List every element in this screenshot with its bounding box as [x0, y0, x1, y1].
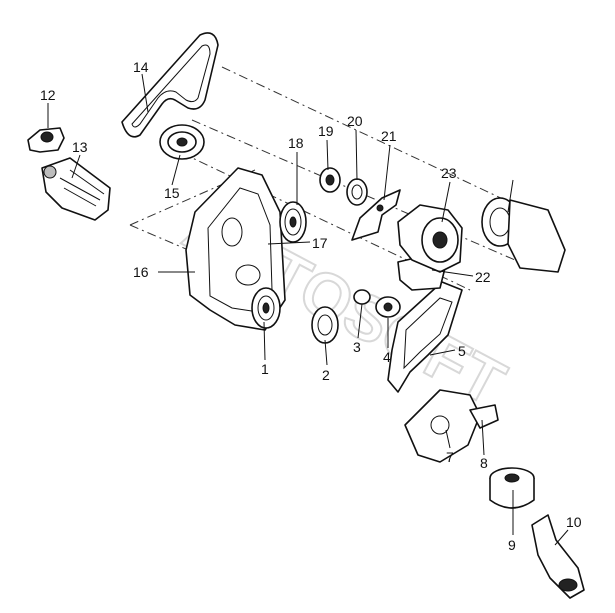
- callout-13: 14: [133, 59, 149, 75]
- part-1-crank-gear: [251, 287, 281, 329]
- callout-19: 20: [347, 113, 363, 129]
- callout-labels: 12 13 14 15 16 17 18 19 20 21 22 23 1 2 …: [40, 59, 582, 553]
- part-19-gear: [346, 178, 368, 206]
- part-11-bracket: [27, 127, 65, 153]
- leader-7: [445, 429, 451, 449]
- callout-18: 19: [318, 123, 334, 139]
- callout-7: 7: [446, 449, 454, 465]
- callout-22: 23: [441, 165, 457, 181]
- part-23-water-pump: [481, 197, 566, 273]
- leader-20: [383, 144, 391, 201]
- leader-13: [141, 73, 149, 113]
- callout-17: 18: [288, 135, 304, 151]
- leader-12: [71, 154, 81, 179]
- leader-8: [481, 419, 485, 456]
- callout-4: 4: [383, 349, 391, 365]
- callout-1: 1: [261, 361, 269, 377]
- callout-3: 3: [353, 339, 361, 355]
- part-3-spacer: [353, 289, 371, 305]
- part-18-sprocket: [319, 167, 341, 193]
- axis-line-cover-left: [129, 169, 256, 226]
- callout-16: 17: [312, 235, 328, 251]
- part-7-pump-housing: [404, 389, 481, 463]
- part-17-cam-gear: [279, 201, 307, 243]
- leader-14: [171, 154, 181, 186]
- part-10-oil-pickup: [531, 514, 585, 599]
- part-4-bush: [375, 296, 401, 318]
- leader-21: [431, 269, 474, 277]
- leader-19: [355, 129, 358, 181]
- callout-5: 5: [458, 343, 466, 359]
- leader-1: [263, 321, 266, 361]
- part-20-tensioner-bracket: [351, 189, 401, 241]
- callout-9: 9: [508, 537, 516, 553]
- leader-5: [429, 349, 456, 356]
- part-13-timing-belt: [121, 32, 219, 138]
- callout-2: 2: [322, 367, 330, 383]
- leader-3: [357, 303, 363, 339]
- leader-23: [507, 179, 514, 213]
- callout-10: 10: [566, 514, 582, 530]
- leader-16: [267, 241, 311, 245]
- part-14-idler-pulley: [159, 124, 205, 160]
- leader-22: [441, 181, 451, 223]
- callout-12: 13: [72, 139, 88, 155]
- part-2-idler-gear: [311, 306, 339, 344]
- part-9-oil-filter: [489, 467, 535, 509]
- callout-21: 22: [475, 269, 491, 285]
- callout-14: 15: [164, 185, 180, 201]
- leader-lines: [47, 73, 569, 546]
- leader-18: [326, 139, 329, 171]
- axis-line-belt-top: [221, 66, 506, 201]
- part-12-sensor-block: [41, 157, 111, 221]
- leader-2: [324, 339, 328, 366]
- part-5-gasket: [387, 281, 463, 393]
- callout-15: 16: [133, 264, 149, 280]
- leader-10: [554, 529, 569, 546]
- callout-20: 21: [381, 128, 397, 144]
- callout-8: 8: [480, 455, 488, 471]
- callout-11: 12: [40, 87, 56, 103]
- part-22-pump-head: [397, 204, 463, 273]
- part-8-pump-cover: [469, 404, 499, 429]
